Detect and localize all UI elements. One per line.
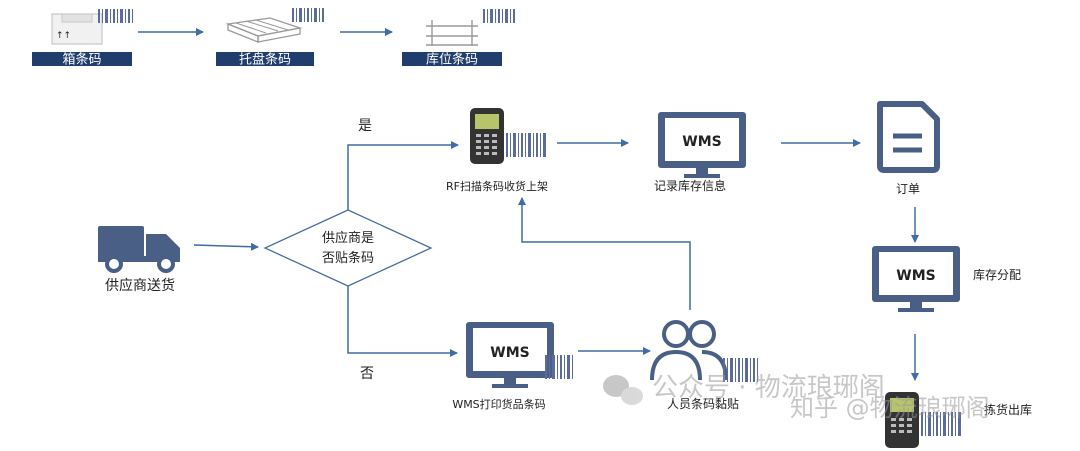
document-icon <box>877 101 940 173</box>
shelf-icon <box>426 20 478 46</box>
svg-text:↑↑: ↑↑ <box>56 31 71 41</box>
stick-label: 人员条码黏贴 <box>667 397 739 411</box>
barcode-icon <box>98 9 133 23</box>
svg-text:托盘条码: 托盘条码 <box>239 52 291 68</box>
handheld-scanner-icon <box>885 392 919 448</box>
svg-text:供应商是: 供应商是 <box>322 230 374 246</box>
barcode-icon <box>921 412 961 436</box>
svg-text:库位条码: 库位条码 <box>426 52 478 68</box>
truck-icon <box>98 226 180 273</box>
handheld-scanner-icon <box>470 108 504 164</box>
svg-text:WMS: WMS <box>490 345 529 361</box>
allocate-label: 库存分配 <box>973 267 1021 282</box>
monitor-icon: WMS <box>872 246 960 312</box>
barcode-icon <box>545 355 573 379</box>
watermark-zhihu: 知乎 @物流琅琊阁 <box>790 394 990 422</box>
yes-label: 是 <box>358 118 372 134</box>
supplier-label: 供应商送货 <box>105 277 175 294</box>
label-pallet-barcode: 托盘条码 <box>216 52 314 68</box>
label-box-barcode: 箱条码 <box>32 52 132 68</box>
no-label: 否 <box>360 366 374 382</box>
label-location-barcode: 库位条码 <box>402 52 502 68</box>
barcode-icon <box>483 9 515 23</box>
svg-text:WMS: WMS <box>682 134 721 150</box>
watermark-wechat: 公众号 · 物流琅琊阁 <box>652 373 885 403</box>
pallet-icon <box>225 17 303 43</box>
monitor-icon: WMS <box>658 112 746 178</box>
order-label: 订单 <box>896 182 920 196</box>
record-label: 记录库存信息 <box>654 178 726 193</box>
decision-diamond: 供应商是 否贴条码 <box>263 209 433 287</box>
pick-label: 拣货出库 <box>984 402 1032 417</box>
monitor-icon: WMS <box>466 322 554 388</box>
barcode-icon <box>723 358 758 382</box>
box-icon: ↑↑ <box>51 13 103 45</box>
barcode-icon <box>506 133 546 157</box>
svg-text:WMS: WMS <box>896 268 935 284</box>
svg-text:箱条码: 箱条码 <box>62 52 101 68</box>
print-label: WMS打印货品条码 <box>452 397 545 411</box>
wechat-logo-icon <box>603 375 643 405</box>
rf-scan-label: RF扫描条码收货上架 <box>446 179 548 193</box>
people-icon <box>650 320 728 381</box>
barcode-icon <box>292 8 324 22</box>
svg-text:否贴条码: 否贴条码 <box>322 250 374 266</box>
